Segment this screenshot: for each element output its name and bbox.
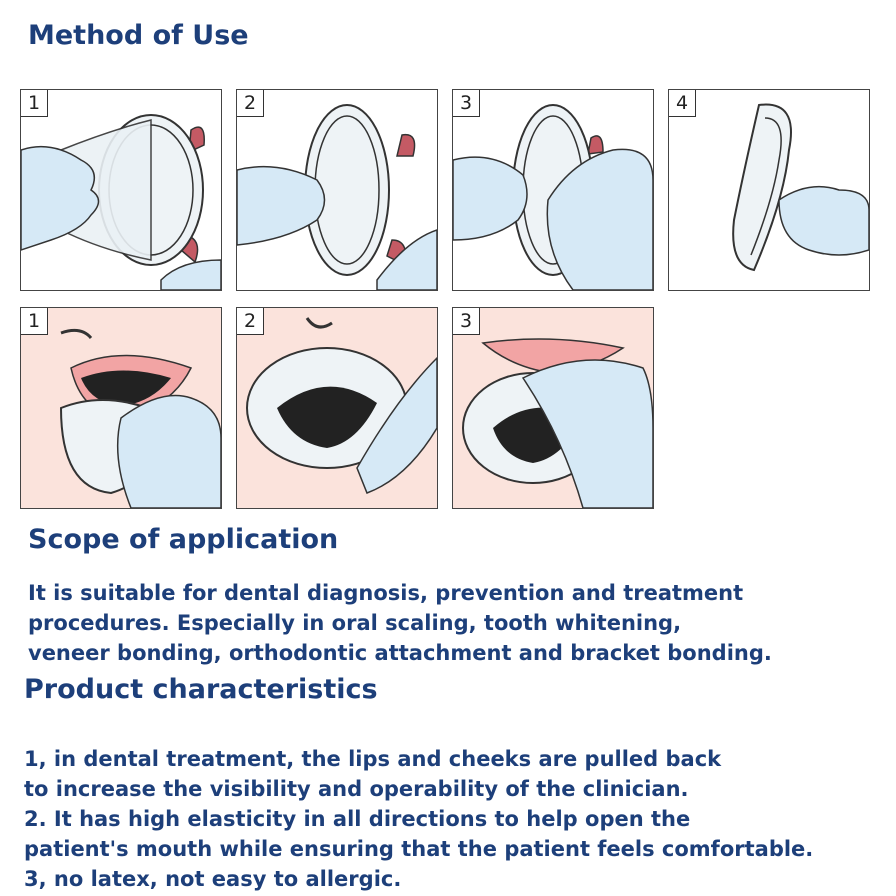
instruction-panel-row1-step2: 2 — [236, 89, 438, 291]
step-number: 2 — [237, 90, 264, 117]
characteristics-line: patient's mouth while ensuring that the … — [24, 837, 814, 861]
scope-paragraph: It is suitable for dental diagnosis, pre… — [28, 578, 772, 668]
step-number: 3 — [453, 308, 480, 335]
retractor-fold-illustration — [21, 114, 221, 290]
insertion-illustration — [21, 308, 221, 508]
step-number: 1 — [21, 308, 48, 335]
instruction-panel-row1-step3: 3 — [452, 89, 654, 291]
step-number: 1 — [21, 90, 48, 117]
method-of-use-heading: Method of Use — [28, 20, 249, 51]
characteristics-line: 3, no latex, not easy to allergic. — [24, 867, 402, 891]
instruction-panel-row2-step1: 1 — [20, 307, 222, 509]
instruction-panel-row1-step1: 1 — [20, 89, 222, 291]
retractor-fold-illustration — [453, 104, 653, 290]
product-characteristics-heading: Product characteristics — [24, 674, 378, 705]
scope-of-application-heading: Scope of application — [28, 524, 339, 555]
instruction-panel-row1-step4: 4 — [668, 89, 870, 291]
scope-line: veneer bonding, orthodontic attachment a… — [28, 641, 772, 665]
step-number: 4 — [669, 90, 696, 117]
instruction-panel-row2-step3: 3 — [452, 307, 654, 509]
insertion-illustration — [237, 308, 437, 508]
characteristics-paragraph: 1, in dental treatment, the lips and che… — [24, 744, 813, 894]
characteristics-line: 2. It has high elasticity in all directi… — [24, 807, 691, 831]
instruction-panel-row2-step2: 2 — [236, 307, 438, 509]
step-number: 3 — [453, 90, 480, 117]
retractor-fold-illustration — [732, 103, 869, 272]
characteristics-line: 1, in dental treatment, the lips and che… — [24, 747, 722, 771]
step-number: 2 — [237, 308, 264, 335]
scope-line: procedures. Especially in oral scaling, … — [28, 611, 682, 635]
characteristics-line: to increase the visibility and operabili… — [24, 777, 689, 801]
retractor-fold-illustration — [237, 104, 437, 290]
insertion-illustration — [453, 308, 653, 508]
scope-line: It is suitable for dental diagnosis, pre… — [28, 581, 744, 605]
